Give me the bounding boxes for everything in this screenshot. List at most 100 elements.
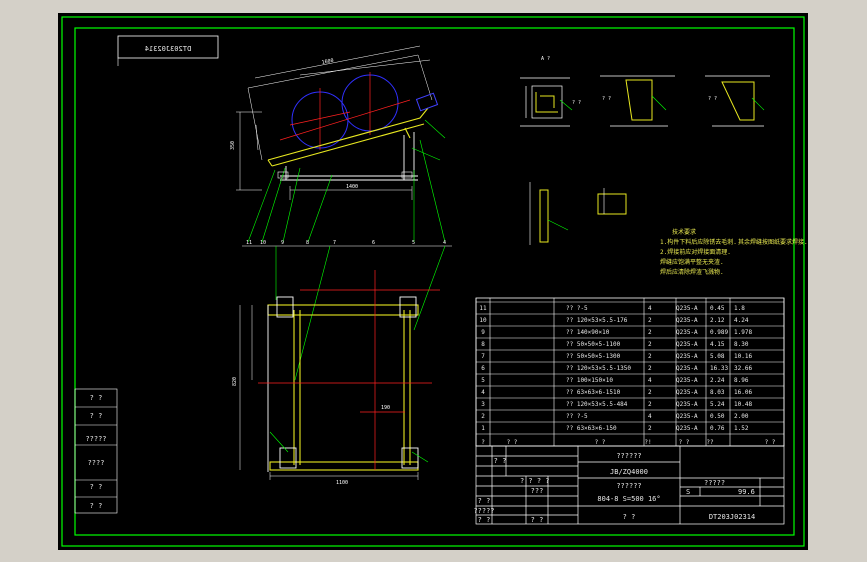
bom-cell: Q235-A (676, 305, 698, 312)
outer-frame (61, 16, 805, 547)
bom-cell: 2 (648, 401, 652, 408)
inner-frame (74, 27, 795, 536)
bom-cell: 1.52 (734, 425, 749, 432)
title-block (475, 445, 785, 525)
bom-cell: 8.30 (734, 341, 749, 348)
bom-cell: 0.45 (710, 305, 725, 312)
bom-cell: 2.00 (734, 413, 749, 420)
tech-notes: 技术要求 1.构件下料后应除锈去毛刺. 2.焊接前应对焊接面清理. 焊缝应饱满平… (660, 228, 808, 276)
bom-cell: ? ? (507, 439, 518, 446)
balloon: 5 (412, 240, 415, 246)
bom-cell: 5.08 (710, 353, 725, 360)
bom-cell: ?? 50×50×5-1100 (566, 341, 621, 348)
left-sidebar (74, 388, 118, 514)
bom-cell: 2 (648, 341, 652, 348)
tb-cell: ??? (531, 487, 544, 495)
tb-bottom: ? ? (623, 513, 636, 521)
bom-cell: ?? 120×53×5.5-176 (566, 317, 628, 324)
bom-cell: 10 (479, 317, 487, 324)
tb-sheet-mark: S (686, 488, 690, 496)
dim-base-length: 1400 (346, 184, 358, 190)
bom-cell: 2 (648, 353, 652, 360)
bom-cell: 6 (481, 365, 485, 372)
sidebar-cell: ? ? (90, 483, 103, 491)
bom-cell: Q235-A (676, 425, 698, 432)
bom-cell: 0.76 (710, 425, 725, 432)
tb-weight: 99.6 (738, 488, 755, 496)
tb-product: 804-8 S=500 16° (597, 495, 660, 503)
balloon: 7 (333, 240, 336, 246)
bom-cell: 16.33 (710, 365, 728, 372)
dim-plan-width: 1100 (336, 480, 348, 486)
bom-cell: Q235-A (676, 341, 698, 348)
bom-cell: 10.48 (734, 401, 752, 408)
bom-cell: ?? 63×63×6-1510 (566, 389, 621, 396)
bom-cell: ? (481, 439, 485, 446)
detail-b (600, 75, 675, 127)
balloon-row: 11 10 9 8 7 6 5 4 (246, 240, 446, 246)
sidebar-cell: ???? (88, 459, 105, 467)
bom-cell: 1.978 (734, 329, 752, 336)
dim-top-length: 1600 (321, 58, 334, 66)
detail-d (529, 182, 627, 245)
tb-cell: ? ? (478, 497, 491, 505)
bom-cell: ?? 120×53×5.5-1350 (566, 365, 631, 372)
tb-product-label: ?????? (616, 482, 641, 490)
bom-cell: 4 (648, 377, 652, 384)
dim-side-height: 350 (230, 141, 236, 150)
bom-cell: ?? ?-5 (566, 305, 588, 312)
sidebar-cell: ????? (85, 435, 106, 443)
tech-note-line: 1.构件下料后应除锈去毛刺. (660, 238, 737, 246)
balloon: 6 (372, 240, 375, 246)
tech-note-line: 焊后应清除焊渣飞溅物. (660, 268, 724, 276)
mirrored-code: DT203J02314 (145, 45, 191, 53)
sidebar-cell: ? ? (90, 394, 103, 402)
balloon: 11 (246, 240, 252, 246)
tech-note-line: 焊缝应饱满平整无夹渣. (660, 258, 724, 266)
bom-cell: 5 (481, 377, 485, 384)
detail-a-spec: ? ? (572, 100, 581, 106)
bom-cell: Q235-A (676, 365, 698, 372)
detail-a-label: A ? (541, 56, 550, 62)
tb-cell: ? ? (478, 516, 491, 524)
bom-cell: 2 (648, 365, 652, 372)
bom-cell: 9 (481, 329, 485, 336)
bom-cell: 10.16 (734, 353, 752, 360)
plan-view (239, 245, 446, 480)
bom-cell: 3 (481, 401, 485, 408)
bom-cell: 4 (481, 389, 485, 396)
bom-cell: 2.12 (710, 317, 725, 324)
bom-cell: 2 (648, 389, 652, 396)
detail-c-label: ? ? (708, 96, 717, 102)
bom-cell: 32.66 (734, 365, 752, 372)
balloon: 8 (306, 240, 309, 246)
bom-cell: 1.8 (734, 305, 745, 312)
bom-cell: ?? 100×150×10 (566, 377, 613, 384)
dim-plan-side: 190 (381, 405, 390, 411)
model-space (58, 13, 808, 550)
bom-cell: Q235-A (676, 377, 698, 384)
bom-cell: ? ? (679, 439, 690, 446)
bom-cell: Q235-A (676, 389, 698, 396)
bom-cell: 5.24 (710, 401, 725, 408)
bom-cell: 0.989 (710, 329, 728, 336)
bom-cell: ? ? (765, 439, 776, 446)
bom-cell: 2 (481, 413, 485, 420)
bom-cell: ?! (644, 439, 651, 446)
bom-cell: ?? 50×50×5-1300 (566, 353, 621, 360)
bom-cell: 16.06 (734, 389, 752, 396)
bom-cell: 8.03 (710, 389, 725, 396)
tb-standard: JB/ZQ4000 (610, 468, 648, 476)
bom-cell: Q235-A (676, 329, 698, 336)
tb-cell: ? ? (494, 457, 507, 465)
detail-c (705, 75, 770, 127)
bom-cell: 2 (648, 425, 652, 432)
tb-cell: ????? (473, 507, 494, 515)
sidebar-cell: ? ? (90, 412, 103, 420)
sidebar-cell: ? ? (90, 502, 103, 510)
bom-cell: Q235-A (676, 413, 698, 420)
bom-cell: ? ? (595, 439, 606, 446)
bom-cell: 8 (481, 341, 485, 348)
